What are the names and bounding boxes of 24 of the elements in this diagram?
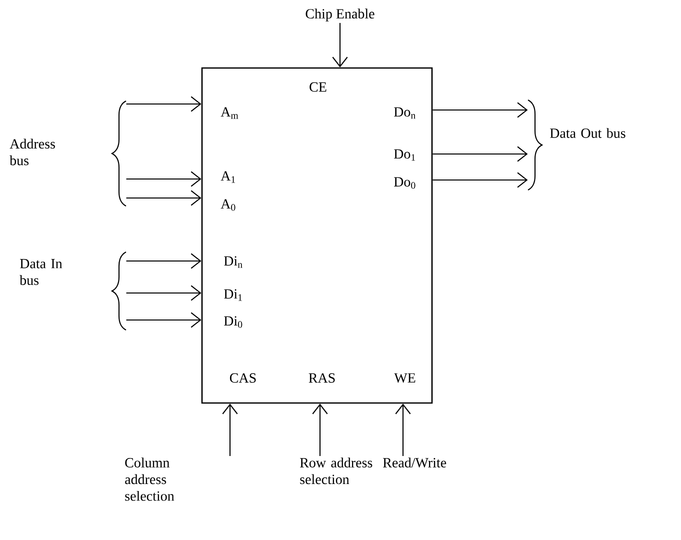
arrow — [126, 171, 202, 187]
arrow — [126, 285, 202, 301]
arrow — [395, 404, 411, 456]
arrow — [432, 146, 528, 162]
arrow — [432, 102, 528, 118]
brace — [528, 100, 543, 190]
signal-label: Row address selection — [300, 458, 372, 484]
signal-label: Column address selection — [125, 458, 174, 501]
arrow — [126, 190, 202, 206]
signal-label: Read/Write — [383, 458, 446, 468]
arrow — [312, 404, 328, 456]
chip-box: CE A$_{m}$ Do$_{n}$ A$_{1}$ Do$_{1}$ A$_{0}$ Do$_{0}$ Di$_{n}$ Di$_{1}$ Di$_{0}$ CAS RAS WE — [201, 67, 433, 404]
brace — [111, 252, 126, 330]
bus-label: Data In bus — [20, 259, 62, 285]
brace — [111, 100, 126, 206]
arrow — [126, 96, 202, 112]
bus-label: Address bus — [10, 138, 55, 166]
arrow — [126, 312, 202, 328]
arrow — [126, 253, 202, 269]
bus-label: Data Out bus — [550, 128, 626, 138]
arrow — [332, 22, 348, 68]
signal-label: Chip Enable — [306, 8, 374, 22]
arrow — [222, 404, 238, 456]
arrow — [432, 172, 528, 188]
